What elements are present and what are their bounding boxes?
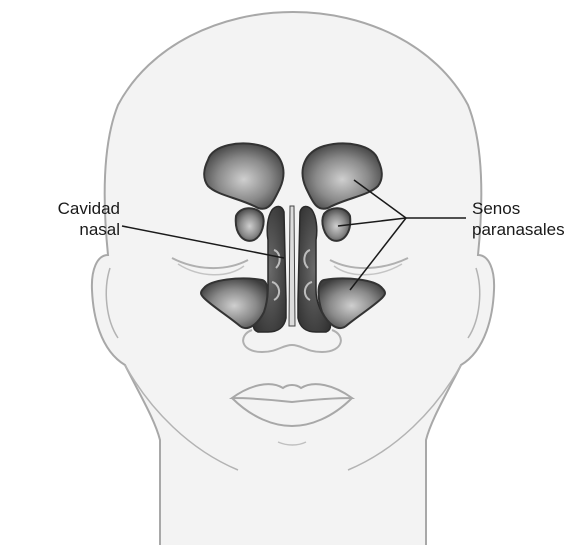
nasal-septum — [289, 206, 295, 326]
label-paranasal-sinuses: Senos paranasales — [472, 198, 587, 240]
label-nasal-cavity-line2: nasal — [10, 219, 120, 240]
label-sinuses-line2: paranasales — [472, 219, 587, 240]
ethmoid-sinus-left — [236, 208, 264, 241]
label-sinuses-line1: Senos — [472, 198, 587, 219]
label-nasal-cavity-line1: Cavidad — [10, 198, 120, 219]
label-nasal-cavity: Cavidad nasal — [10, 198, 120, 240]
